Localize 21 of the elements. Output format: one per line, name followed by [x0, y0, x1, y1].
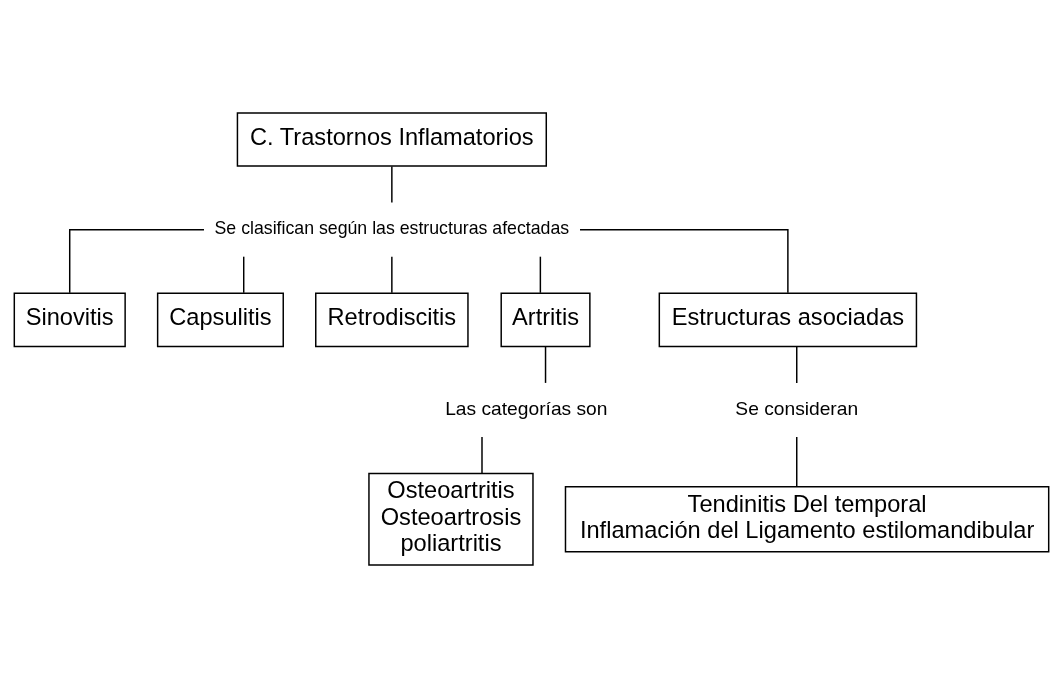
connector — [243, 255, 245, 293]
node-box: Osteoartritis Osteoartrosis poliartritis — [368, 472, 534, 566]
node-box: Sinovitis — [13, 291, 126, 347]
connector — [796, 345, 798, 384]
connector — [391, 165, 393, 203]
connector — [579, 228, 789, 293]
node-box: Tendinitis Del temporal Inflamación del Ligamento estilomandibular — [564, 485, 1050, 553]
node-text: Se consideran — [735, 397, 859, 419]
node-box: Retrodiscitis — [315, 291, 469, 347]
node-box: Estructuras asociadas — [658, 291, 918, 347]
node-box: Artritis — [500, 291, 591, 347]
connector — [481, 435, 483, 474]
connector — [391, 255, 393, 293]
connector — [539, 255, 542, 293]
connector — [544, 345, 547, 384]
node-text: Las categorías son — [445, 397, 608, 419]
node-text: Se clasifican según las estructuras afectadas — [214, 217, 570, 238]
node-box: Capsulitis — [156, 291, 284, 347]
connector — [796, 435, 798, 487]
connector — [69, 228, 205, 293]
node-box: C. Trastornos Inflamatorios — [236, 111, 547, 167]
